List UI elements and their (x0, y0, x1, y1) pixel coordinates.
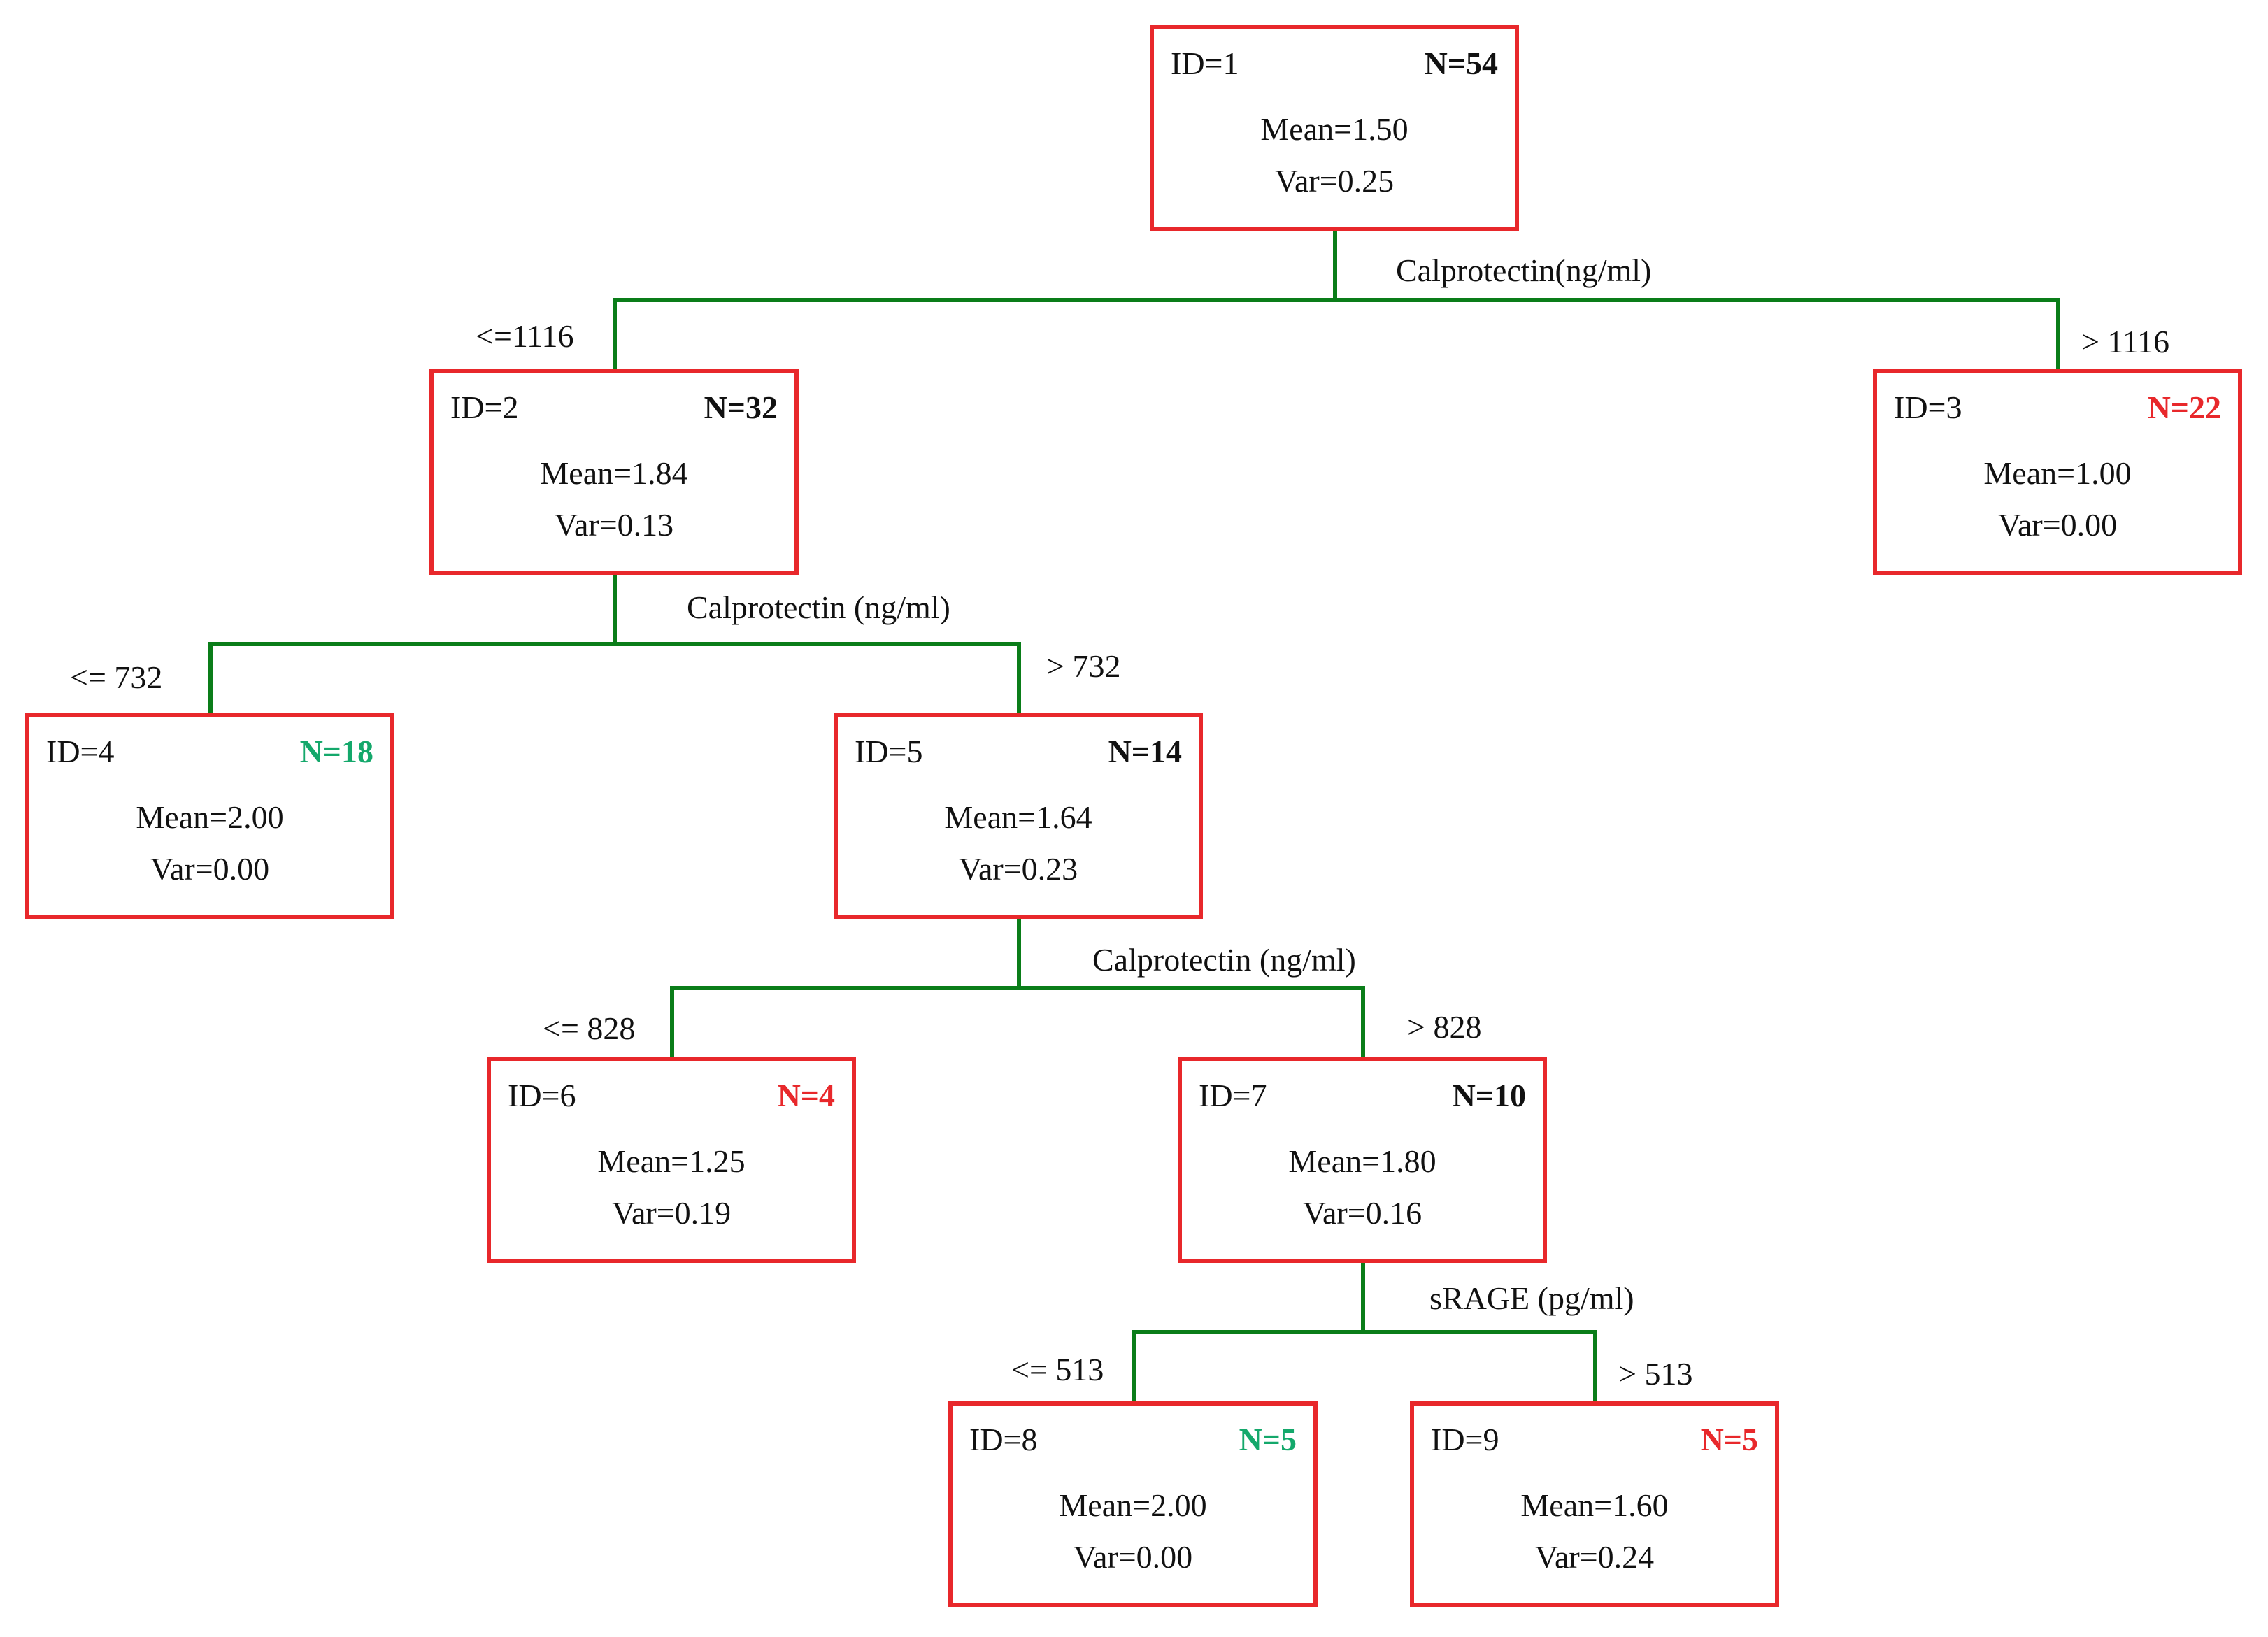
node-id-label: ID=9 (1431, 1422, 1499, 1457)
node-id-label: ID=7 (1199, 1078, 1267, 1113)
node-sample-size: N=10 (1452, 1078, 1526, 1113)
node-mean: Mean=1.84 (540, 455, 688, 491)
node-sample-size: N=18 (299, 734, 373, 769)
connector-s4-bar (1132, 1330, 1597, 1334)
tree-node-5: ID=5 N=14 Mean=1.64 Var=0.23 (834, 713, 1203, 919)
split-1-variable: Calprotectin(ng/ml) (1396, 252, 1652, 288)
connector-s4-right-drop (1593, 1330, 1597, 1401)
split-1-right-threshold: > 1116 (2081, 324, 2170, 359)
connector-s4-left-drop (1132, 1330, 1136, 1401)
split-4-right-threshold: > 513 (1618, 1356, 1693, 1392)
node-mean: Mean=1.64 (944, 799, 1092, 835)
node-sample-size: N=32 (704, 389, 778, 425)
node-sample-size: N=54 (1424, 45, 1498, 81)
node-mean: Mean=1.50 (1260, 111, 1408, 147)
connector-s1-right-drop (2056, 298, 2060, 369)
node-id-label: ID=6 (508, 1078, 576, 1113)
node-sample-size: N=22 (2147, 389, 2221, 425)
connector-s3-bar (670, 986, 1365, 990)
connector-s2-left-drop (208, 642, 213, 713)
node-variance: Var=0.24 (1534, 1539, 1655, 1575)
node-id-label: ID=8 (969, 1422, 1038, 1457)
connector-s2-bar (208, 642, 1021, 646)
connector-s3-stem (1017, 919, 1021, 989)
node-variance: Var=0.16 (1302, 1195, 1422, 1231)
node-sample-size: N=14 (1108, 734, 1182, 769)
tree-node-3: ID=3 N=22 Mean=1.00 Var=0.00 (1873, 369, 2242, 575)
node-id-label: ID=3 (1894, 389, 1962, 425)
tree-node-9: ID=9 N=5 Mean=1.60 Var=0.24 (1410, 1401, 1779, 1607)
node-mean: Mean=2.00 (1059, 1487, 1207, 1523)
node-mean: Mean=1.25 (597, 1143, 746, 1179)
node-mean: Mean=2.00 (136, 799, 284, 835)
split-4-left-threshold: <= 513 (1011, 1352, 1104, 1387)
split-3-right-threshold: > 828 (1407, 1009, 1482, 1045)
connector-s1-stem (1333, 231, 1337, 301)
node-variance: Var=0.00 (1997, 507, 2118, 543)
node-variance: Var=0.00 (150, 851, 270, 887)
connector-s1-left-drop (613, 298, 617, 369)
split-2-right-threshold: > 732 (1046, 648, 1121, 684)
node-variance: Var=0.00 (1073, 1539, 1193, 1575)
split-3-variable: Calprotectin (ng/ml) (1092, 942, 1356, 978)
tree-node-1: ID=1 N=54 Mean=1.50 Var=0.25 (1150, 25, 1519, 231)
node-mean: Mean=1.00 (1983, 455, 2132, 491)
node-sample-size: N=5 (1239, 1422, 1297, 1457)
node-variance: Var=0.23 (958, 851, 1078, 887)
tree-node-4: ID=4 N=18 Mean=2.00 Var=0.00 (25, 713, 394, 919)
node-sample-size: N=5 (1700, 1422, 1758, 1457)
node-variance: Var=0.13 (554, 507, 674, 543)
tree-node-6: ID=6 N=4 Mean=1.25 Var=0.19 (487, 1057, 856, 1263)
node-id-label: ID=5 (855, 734, 923, 769)
split-3-left-threshold: <= 828 (543, 1010, 636, 1046)
node-id-label: ID=4 (46, 734, 115, 769)
split-2-left-threshold: <= 732 (70, 659, 163, 695)
node-id-label: ID=1 (1171, 45, 1239, 81)
connector-s3-left-drop (670, 986, 674, 1057)
connector-s1-bar (613, 298, 2060, 302)
split-1-left-threshold: <=1116 (476, 318, 574, 354)
tree-node-2: ID=2 N=32 Mean=1.84 Var=0.13 (429, 369, 799, 575)
connector-s4-stem (1361, 1263, 1365, 1333)
split-4-variable: sRAGE (pg/ml) (1429, 1280, 1634, 1316)
node-id-label: ID=2 (450, 389, 519, 425)
connector-s3-right-drop (1361, 986, 1365, 1057)
node-mean: Mean=1.80 (1288, 1143, 1436, 1179)
node-variance: Var=0.25 (1274, 163, 1395, 199)
tree-node-8: ID=8 N=5 Mean=2.00 Var=0.00 (948, 1401, 1318, 1607)
split-2-variable: Calprotectin (ng/ml) (687, 589, 950, 625)
tree-node-7: ID=7 N=10 Mean=1.80 Var=0.16 (1178, 1057, 1547, 1263)
connector-s2-stem (613, 575, 617, 645)
node-mean: Mean=1.60 (1520, 1487, 1669, 1523)
node-variance: Var=0.19 (611, 1195, 732, 1231)
connector-s2-right-drop (1017, 642, 1021, 713)
node-sample-size: N=4 (777, 1078, 835, 1113)
